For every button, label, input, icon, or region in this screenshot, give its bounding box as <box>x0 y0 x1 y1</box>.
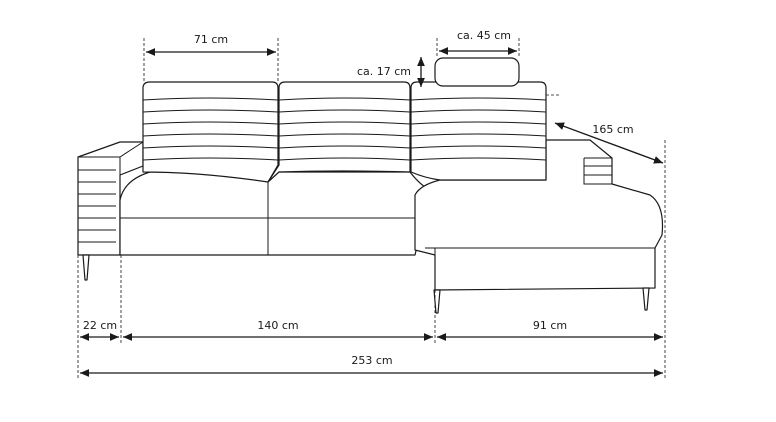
extension-lines <box>77 38 666 380</box>
chaise-longue <box>414 139 664 291</box>
back-cushions <box>142 81 547 183</box>
dimension-arrows <box>80 47 664 377</box>
seat <box>119 171 431 256</box>
back-cushion-width-label: 71 cm <box>193 33 229 46</box>
chaise-width-label: 91 cm <box>532 319 568 332</box>
seat-width-label: 140 cm <box>257 319 299 332</box>
headrest-height-label: ca. 17 cm <box>356 65 412 78</box>
headrest-width-label: ca. 45 cm <box>456 29 512 42</box>
total-width-label: 253 cm <box>351 354 393 367</box>
armrest-width-label: 22 cm <box>82 319 118 332</box>
headrest <box>434 57 520 87</box>
chaise-depth-label: 165 cm <box>592 123 634 136</box>
